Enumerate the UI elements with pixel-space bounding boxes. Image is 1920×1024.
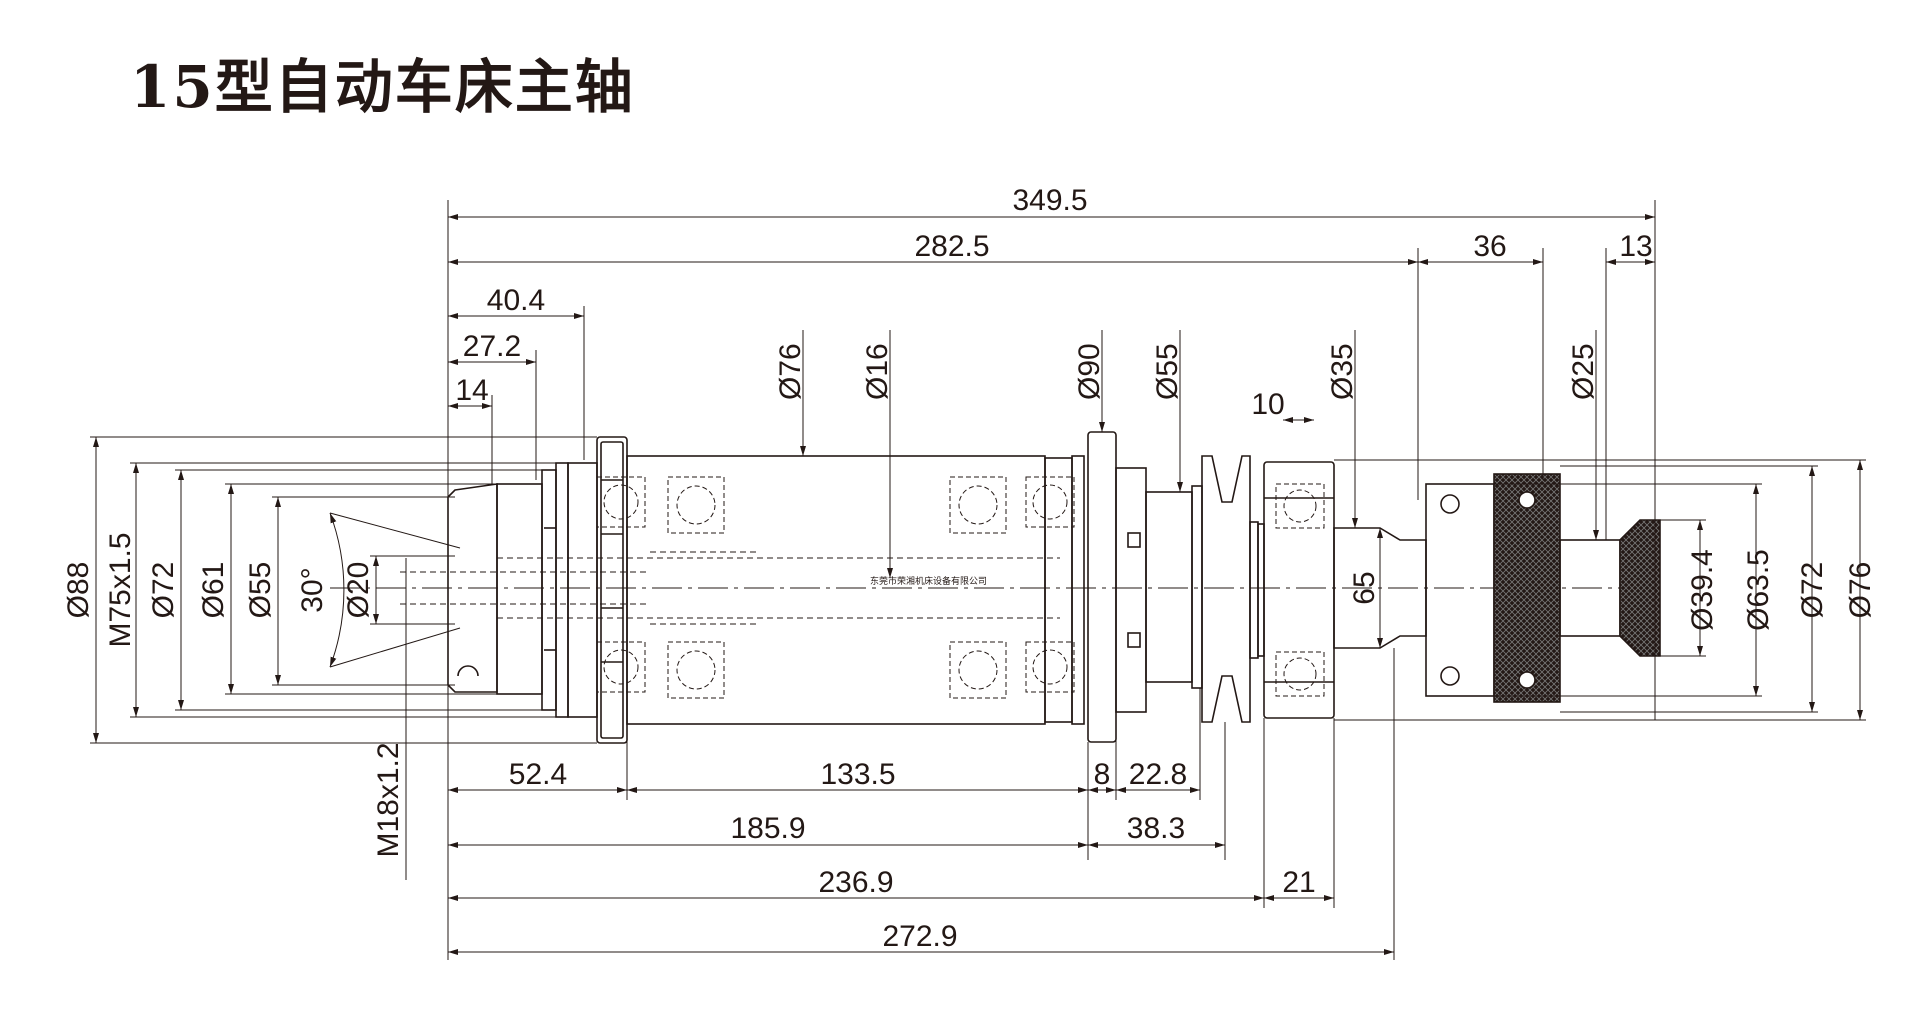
dimension-labels: 349.5 282.5 36 13 40.4 27.2 14 10 Ø76 Ø1… [62,184,1877,953]
dim-width-65: 65 [1348,571,1381,604]
spindle-body [330,431,1661,744]
dim-dia-25: Ø25 [1567,343,1600,400]
company-mark: 东莞市荣湘机床设备有限公司 [870,575,987,586]
dim-length-52: 52.4 [509,758,567,791]
dim-length-27: 27.2 [463,330,521,363]
dim-dia-88: Ø88 [62,562,95,619]
dim-dia-72-left: Ø72 [147,562,180,619]
dim-dia-63: Ø63.5 [1742,549,1775,631]
dim-length-236: 236.9 [818,866,893,899]
dim-length-14: 14 [455,374,488,407]
dim-angle-30: 30° [296,567,329,612]
dim-dia-72-right: Ø72 [1796,562,1829,619]
dim-length-36: 36 [1473,230,1506,263]
dim-dia-16-bore: Ø16 [861,343,894,400]
dim-dia-61: Ø61 [197,562,230,619]
dim-dia-55-left: Ø55 [244,562,277,619]
dim-dia-90-flange: Ø90 [1073,343,1106,400]
dim-length-8: 8 [1094,758,1111,791]
dim-dia-55-pulley: Ø55 [1151,343,1184,400]
dim-length-38: 38.3 [1127,812,1185,845]
page-title: 15型自动车床主轴 [130,53,635,121]
dim-dia-76-body: Ø76 [774,343,807,400]
dim-length-282: 282.5 [914,230,989,263]
dim-dia-39: Ø39.4 [1686,549,1719,631]
dim-thread-m75: M75x1.5 [104,532,137,647]
dim-length-185: 185.9 [730,812,805,845]
dim-thread-m18: M18x1.2 [372,742,405,857]
dim-length-272: 272.9 [882,920,957,953]
dim-length-21: 21 [1282,866,1315,899]
dim-overall-length: 349.5 [1012,184,1087,217]
dim-dia-35: Ø35 [1326,343,1359,400]
dim-dia-76-right: Ø76 [1844,562,1877,619]
dim-dia-20: Ø20 [342,562,375,619]
dim-length-22: 22.8 [1129,758,1187,791]
dim-length-40: 40.4 [487,284,545,317]
dim-length-133: 133.5 [820,758,895,791]
dim-length-13: 13 [1619,230,1652,263]
dim-length-10: 10 [1251,388,1284,421]
